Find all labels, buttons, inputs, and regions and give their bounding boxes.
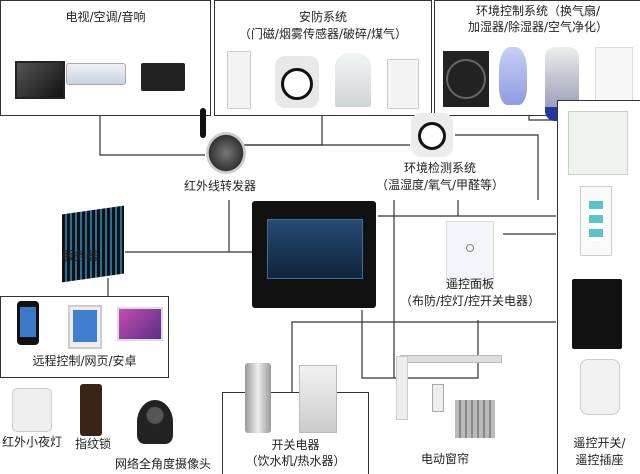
speaker-icon [141, 63, 185, 91]
av-group-box: 电视/空调/音响 [0, 0, 211, 116]
remote-control-group-title: 远程控制/网页/安卓 [32, 354, 137, 368]
central-control-panel[interactable] [252, 201, 376, 308]
ir-repeater-label: 红外线转发器 [183, 179, 256, 193]
tv-icon [15, 61, 65, 99]
smoke-sensor-icon [275, 56, 319, 108]
av-group-title: 电视/空调/音响 [65, 10, 146, 24]
remote-panel-subtitle: （布防/控灯/控开关电器） [399, 294, 541, 308]
appliances-group-subtitle: （饮水机/热水器） [245, 454, 346, 468]
wall-socket-icon [568, 111, 628, 175]
fingerprint-lock-icon [80, 384, 102, 436]
glass-break-sensor-icon [335, 53, 371, 107]
env-control-group-box: 环境控制系统（换气扇/ 加湿器/除湿器/空气净化） [434, 0, 640, 121]
curtain-motor-icon [396, 356, 408, 420]
curtain-label: 电动窗帘 [420, 452, 469, 466]
humidifier-icon [499, 47, 527, 105]
appliances-group-box: 开关电器 （饮水机/热水器） [222, 363, 369, 474]
env-control-group-subtitle: 加湿器/除湿器/空气净化） [467, 20, 609, 34]
switches-group-subtitle: 遥控插座 [575, 453, 624, 467]
touch-switch-icon[interactable] [572, 279, 622, 349]
water-dispenser-icon [245, 363, 271, 433]
power-strip-icon [580, 186, 612, 256]
curtain-remote-icon [432, 384, 444, 412]
env-sensor-subtitle: （温湿度/氧气/甲醛等） [375, 178, 505, 192]
security-group-title: 安防系统 [298, 10, 347, 24]
network-camera-label: 网络全角度摄像头 [114, 457, 211, 471]
desktop-computer-icon [117, 307, 163, 341]
curtain-fabric-icon [455, 400, 495, 438]
env-control-group-title: 环境控制系统（换气扇/ [475, 4, 601, 18]
switches-group-box: 遥控开关/ 遥控插座 [557, 100, 640, 474]
water-heater-icon [299, 365, 337, 433]
air-conditioner-icon [66, 63, 126, 85]
ir-repeater-icon [206, 132, 246, 174]
curtain-track-icon [400, 355, 502, 363]
env-sensor-title: 环境检测系统 [403, 161, 476, 175]
tablet-icon [68, 305, 102, 349]
fingerprint-lock-label: 指纹锁 [74, 437, 111, 451]
exhaust-fan-icon [443, 51, 489, 107]
night-light-icon [12, 388, 52, 432]
remote-panel-icon [446, 221, 494, 285]
switches-group-title: 遥控开关/ [573, 436, 626, 450]
remote-control-group-box: 远程控制/网页/安卓 [0, 296, 169, 378]
server-label: 服务器 [61, 249, 98, 263]
night-light-label: 红外小夜灯 [1, 435, 62, 449]
smartphone-icon [17, 301, 39, 345]
remote-panel-title: 遥控面板 [445, 277, 494, 291]
env-sensor-icon [411, 113, 453, 157]
smart-plug-icon[interactable] [580, 359, 620, 415]
network-camera-icon [137, 400, 173, 444]
appliances-group-title: 开关电器 [271, 438, 320, 452]
security-group-subtitle: （门磁/烟雾传感器/破碎/煤气） [238, 27, 408, 41]
panel-screen[interactable] [267, 219, 363, 279]
ir-repeater-cable [200, 108, 206, 138]
server-rack-icon [62, 205, 124, 283]
door-sensor-icon [227, 51, 251, 109]
gas-sensor-icon [387, 59, 419, 109]
security-group-box: 安防系统 （门磁/烟雾传感器/破碎/煤气） [214, 0, 432, 116]
